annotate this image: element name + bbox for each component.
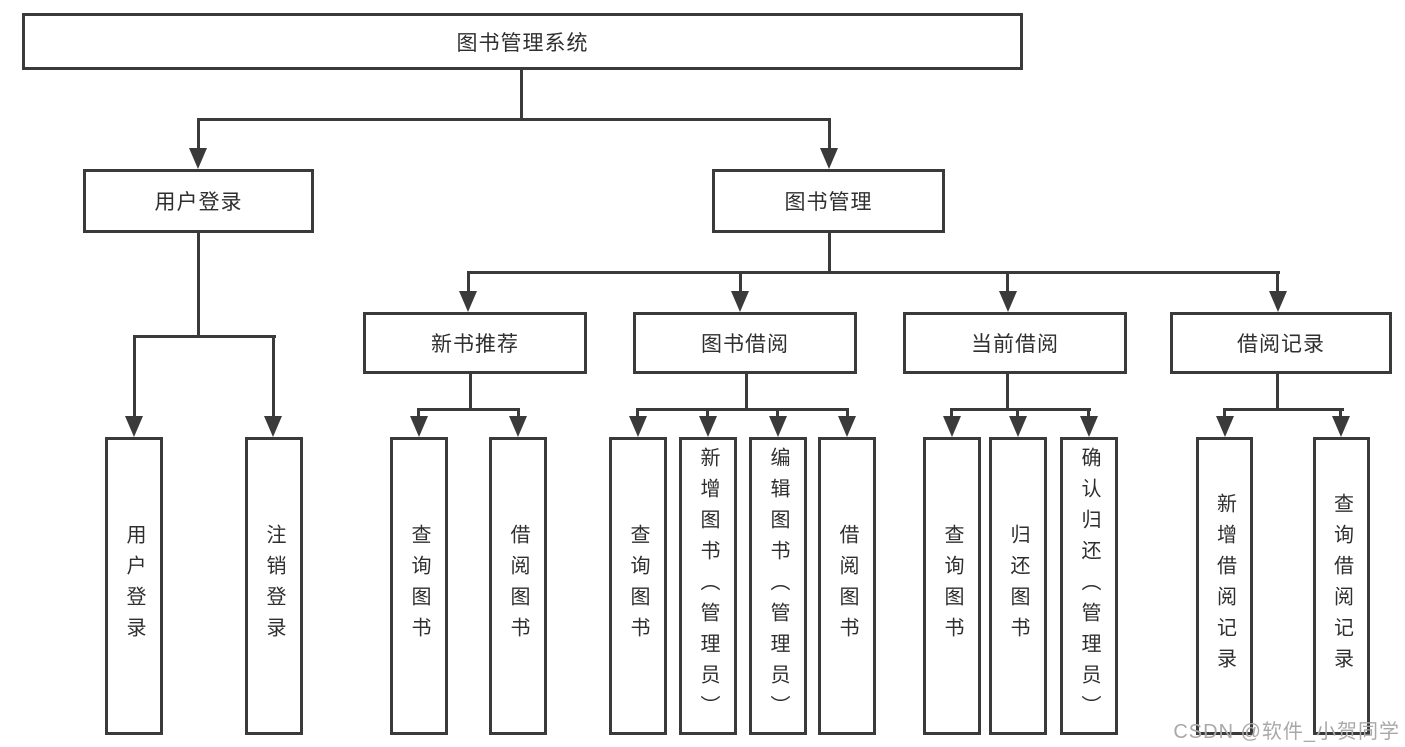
node-leaf-borrow-books-1: 借阅图书: [489, 437, 547, 735]
connector-shaft: [950, 408, 953, 420]
connector-shaft: [1006, 271, 1009, 294]
connector-rail: [417, 408, 520, 411]
node-label: 借阅记录: [1237, 333, 1325, 356]
connector-shaft: [828, 118, 831, 151]
connector-shaft: [1223, 408, 1226, 420]
connector-stem: [1006, 374, 1009, 411]
connector-shaft: [133, 335, 136, 419]
connector-shaft: [739, 271, 742, 294]
node-root-label: 图书管理系统: [456, 31, 589, 55]
connector-shaft: [417, 408, 420, 420]
node-label: 借阅图书: [507, 524, 529, 648]
node-book-borrowing: 图书借阅: [633, 312, 857, 374]
arrow-down-icon: [769, 416, 787, 437]
node-leaf-query-books-3: 查询图书: [923, 437, 981, 735]
connector-shaft: [197, 118, 200, 151]
node-label: 新增图书（管理员）: [697, 446, 719, 726]
arrow-down-icon: [820, 148, 838, 169]
node-leaf-query-books-2: 查询图书: [609, 437, 667, 735]
connector-root-stem: [520, 69, 523, 120]
connector-shaft: [1087, 408, 1090, 420]
connector-shaft: [706, 408, 709, 420]
connector-rail: [950, 408, 1091, 411]
connector-mgmt-stem: [828, 233, 831, 274]
node-label: 图书管理: [784, 191, 873, 214]
connector-shaft: [467, 271, 470, 294]
node-leaf-query-books-1: 查询图书: [390, 437, 448, 735]
node-book-management: 图书管理: [712, 169, 945, 233]
node-borrowing-records: 借阅记录: [1170, 312, 1392, 374]
node-leaf-edit-book-admin: 编辑图书（管理员）: [749, 437, 807, 735]
node-label: 用户登录: [123, 524, 145, 648]
csdn-watermark: CSDN @软件_小贺同学: [1173, 721, 1400, 743]
node-label: 查询图书: [941, 524, 963, 648]
arrow-down-icon: [410, 416, 428, 437]
connector-mgmt-rail: [467, 271, 1280, 274]
arrow-down-icon: [189, 148, 207, 169]
arrow-down-icon: [1080, 416, 1098, 437]
arrow-down-icon: [999, 291, 1017, 312]
connector-shaft: [636, 408, 639, 420]
arrow-down-icon: [264, 416, 282, 437]
arrow-down-icon: [1269, 291, 1287, 312]
node-label: 新增借阅记录: [1213, 493, 1236, 679]
node-label: 确认归还（管理员）: [1078, 446, 1100, 726]
connector-shaft: [1016, 408, 1019, 420]
connector-user-rail: [133, 335, 276, 338]
arrow-down-icon: [1009, 416, 1027, 437]
node-new-book-recommend: 新书推荐: [363, 312, 587, 374]
node-label: 借阅图书: [836, 524, 858, 648]
arrow-down-icon: [125, 416, 143, 437]
arrow-down-icon: [1332, 416, 1350, 437]
arrow-down-icon: [943, 416, 961, 437]
connector-shaft: [517, 408, 520, 420]
node-label: 注销登录: [263, 524, 285, 648]
arrow-down-icon: [838, 416, 856, 437]
connector-stem: [1276, 374, 1279, 411]
arrow-down-icon: [1216, 416, 1234, 437]
connector-shaft: [1339, 408, 1342, 420]
node-label: 查询借阅记录: [1330, 493, 1353, 679]
node-label: 当前借阅: [971, 333, 1059, 356]
arrow-down-icon: [731, 291, 749, 312]
connector-stem: [469, 374, 472, 411]
arrow-down-icon: [509, 416, 527, 437]
node-leaf-return-book: 归还图书: [989, 437, 1047, 735]
connector-rail: [636, 408, 849, 411]
connector-root-rail: [197, 118, 831, 121]
node-leaf-add-borrow-record: 新增借阅记录: [1196, 437, 1253, 735]
connector-user-stem: [197, 233, 200, 338]
arrow-down-icon: [459, 291, 477, 312]
node-label: 归还图书: [1007, 524, 1029, 648]
node-label: 用户登录: [154, 191, 243, 214]
arrow-down-icon: [699, 416, 717, 437]
node-label: 查询图书: [627, 524, 649, 648]
node-leaf-logout: 注销登录: [245, 437, 303, 735]
connector-shaft: [846, 408, 849, 420]
node-label: 新书推荐: [431, 333, 519, 356]
connector-rail: [1223, 408, 1344, 411]
node-label: 图书借阅: [701, 333, 789, 356]
node-leaf-borrow-books-2: 借阅图书: [818, 437, 876, 735]
node-leaf-user-login: 用户登录: [105, 437, 163, 735]
arrow-down-icon: [629, 416, 647, 437]
node-label: 查询图书: [408, 524, 430, 648]
node-leaf-add-book-admin: 新增图书（管理员）: [679, 437, 737, 735]
connector-shaft: [1276, 271, 1279, 294]
connector-shaft: [776, 408, 779, 420]
node-user-login: 用户登录: [83, 169, 314, 233]
node-root: 图书管理系统: [22, 13, 1023, 70]
node-leaf-query-borrow-record: 查询借阅记录: [1313, 437, 1370, 735]
node-label: 编辑图书（管理员）: [767, 446, 789, 726]
node-leaf-confirm-return-admin: 确认归还（管理员）: [1060, 437, 1118, 735]
connector-stem: [745, 374, 748, 411]
node-current-borrowing: 当前借阅: [903, 312, 1127, 374]
connector-shaft: [272, 335, 275, 419]
